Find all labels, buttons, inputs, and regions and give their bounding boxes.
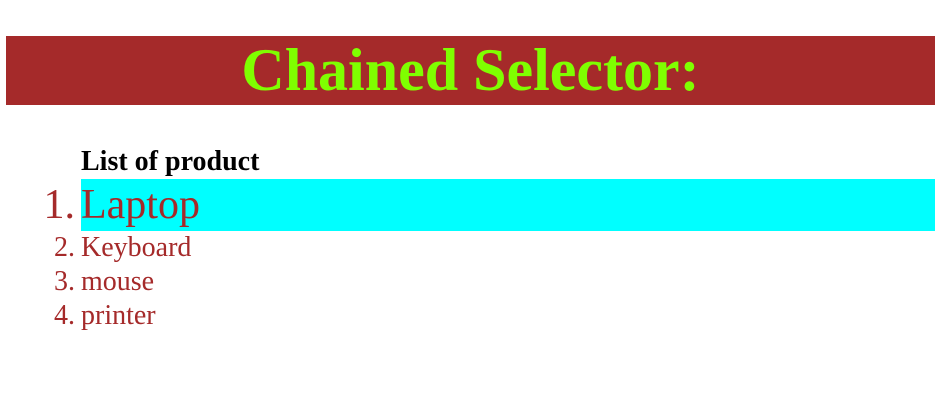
list-item: 3. mouse — [0, 265, 935, 299]
list-item-number: 3. — [54, 266, 75, 297]
list-item: 2. Keyboard — [0, 231, 935, 265]
page-title: Chained Selector: — [241, 37, 700, 103]
product-list: 1. Laptop 2. Keyboard 3. mouse 4. printe… — [0, 179, 935, 333]
title-banner: Chained Selector: — [6, 36, 935, 105]
list-item-label: Laptop — [81, 182, 200, 228]
list-item: 4. printer — [0, 299, 935, 333]
list-item-label: mouse — [81, 266, 155, 297]
list-item-number: 1. — [43, 182, 76, 228]
list-item-number: 2. — [54, 232, 75, 263]
list-item-number: 4. — [54, 300, 75, 331]
list-item-label: printer — [81, 300, 156, 331]
list-item-highlight — [81, 179, 935, 231]
list-heading: List of product — [81, 146, 260, 177]
list-item-label: Keyboard — [81, 232, 192, 263]
list-item: 1. Laptop — [0, 179, 935, 231]
